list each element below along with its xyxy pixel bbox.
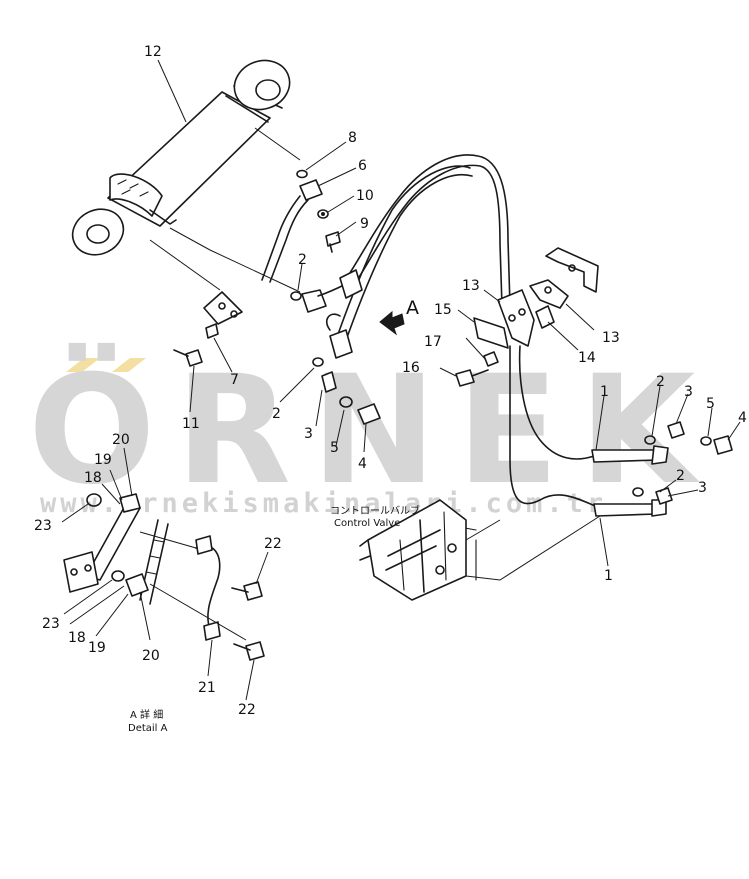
callout-6: 6 — [358, 158, 367, 174]
leader-lines — [61, 59, 741, 701]
control-valve-label-en: Control Valve — [334, 518, 400, 529]
long-hoses — [325, 154, 511, 359]
callout-20-bottom: 20 — [142, 648, 160, 664]
callout-23-bottom: 23 — [42, 616, 60, 632]
hose-clamp-left — [497, 289, 535, 347]
callout-22-top: 22 — [264, 536, 282, 552]
callout-3-right-b: 3 — [698, 480, 707, 496]
spacer-14 — [535, 305, 555, 329]
o-ring-2-cyl — [290, 291, 302, 301]
watermark-brand: ÖRNEK — [28, 342, 715, 518]
washer-10 — [317, 209, 329, 219]
watermark-accent-mark — [66, 358, 146, 372]
callout-9: 9 — [360, 216, 369, 232]
bolt-11 — [173, 349, 203, 367]
callout-numbers: 12 8 6 10 9 2 7 11 2 3 5 4 13 15 17 16 1… — [34, 44, 747, 718]
callout-15: 15 — [434, 302, 452, 318]
hydraulic-cylinder — [71, 59, 301, 293]
callout-10: 10 — [356, 188, 374, 204]
callout-5-mid: 5 — [330, 440, 339, 456]
callout-2-right-b: 2 — [676, 468, 685, 484]
clamp-plate-15 — [473, 317, 509, 349]
callout-2-cylinder: 2 — [298, 252, 307, 268]
callout-13-left: 13 — [462, 278, 480, 294]
bracket-13 — [545, 247, 599, 293]
detail-a-label-en: Detail A — [128, 723, 168, 734]
hose-1-upper — [591, 445, 669, 465]
bolt-16 — [455, 369, 489, 387]
callout-19-top: 19 — [94, 452, 112, 468]
callout-2-right-a: 2 — [656, 374, 665, 390]
callout-14: 14 — [578, 350, 596, 366]
bolt-7 — [205, 323, 219, 339]
callout-1-upper: 1 — [600, 384, 609, 400]
nut-17 — [483, 351, 499, 367]
callout-18-bottom: 18 — [68, 630, 86, 646]
clamp-13-right — [529, 279, 569, 309]
callout-12: 12 — [144, 44, 162, 60]
callout-13-right: 13 — [602, 330, 620, 346]
callout-11: 11 — [182, 416, 200, 432]
mid-fittings — [312, 357, 381, 425]
callout-16: 16 — [402, 360, 420, 376]
cylinder-pipe-upper — [261, 179, 323, 283]
callout-4-right: 4 — [738, 410, 747, 426]
callout-4-mid: 4 — [358, 456, 367, 472]
callout-2-mid: 2 — [272, 406, 281, 422]
callout-19-bottom: 19 — [88, 640, 106, 656]
callout-5-right: 5 — [706, 396, 715, 412]
detail-a-label-jp: A 詳 細 — [130, 708, 163, 721]
callout-22-bottom: 22 — [238, 702, 256, 718]
callout-23-top: 23 — [34, 518, 52, 534]
detail-a-clamps — [86, 493, 149, 597]
control-valve — [359, 499, 601, 601]
control-valve-label-jp: コントロールバルブ — [330, 504, 420, 517]
callout-7: 7 — [230, 372, 239, 388]
detail-a-bolts-22 — [231, 581, 265, 661]
callout-18-top: 18 — [84, 470, 102, 486]
callout-3-mid: 3 — [304, 426, 313, 442]
view-arrow-a: A — [379, 297, 419, 336]
hose-joint — [301, 283, 347, 313]
callout-21: 21 — [198, 680, 216, 696]
callout-20-top: 20 — [112, 432, 130, 448]
callout-1-lower: 1 — [604, 568, 613, 584]
cylinder-pipe-lower — [203, 291, 243, 325]
callout-3-right-a: 3 — [684, 384, 693, 400]
view-marker-a: A — [406, 297, 419, 319]
callout-17: 17 — [424, 334, 442, 350]
detail-a-leader — [139, 531, 247, 641]
o-ring-8 — [296, 169, 308, 179]
callout-8: 8 — [348, 130, 357, 146]
detail-a-wire-21 — [195, 535, 221, 641]
